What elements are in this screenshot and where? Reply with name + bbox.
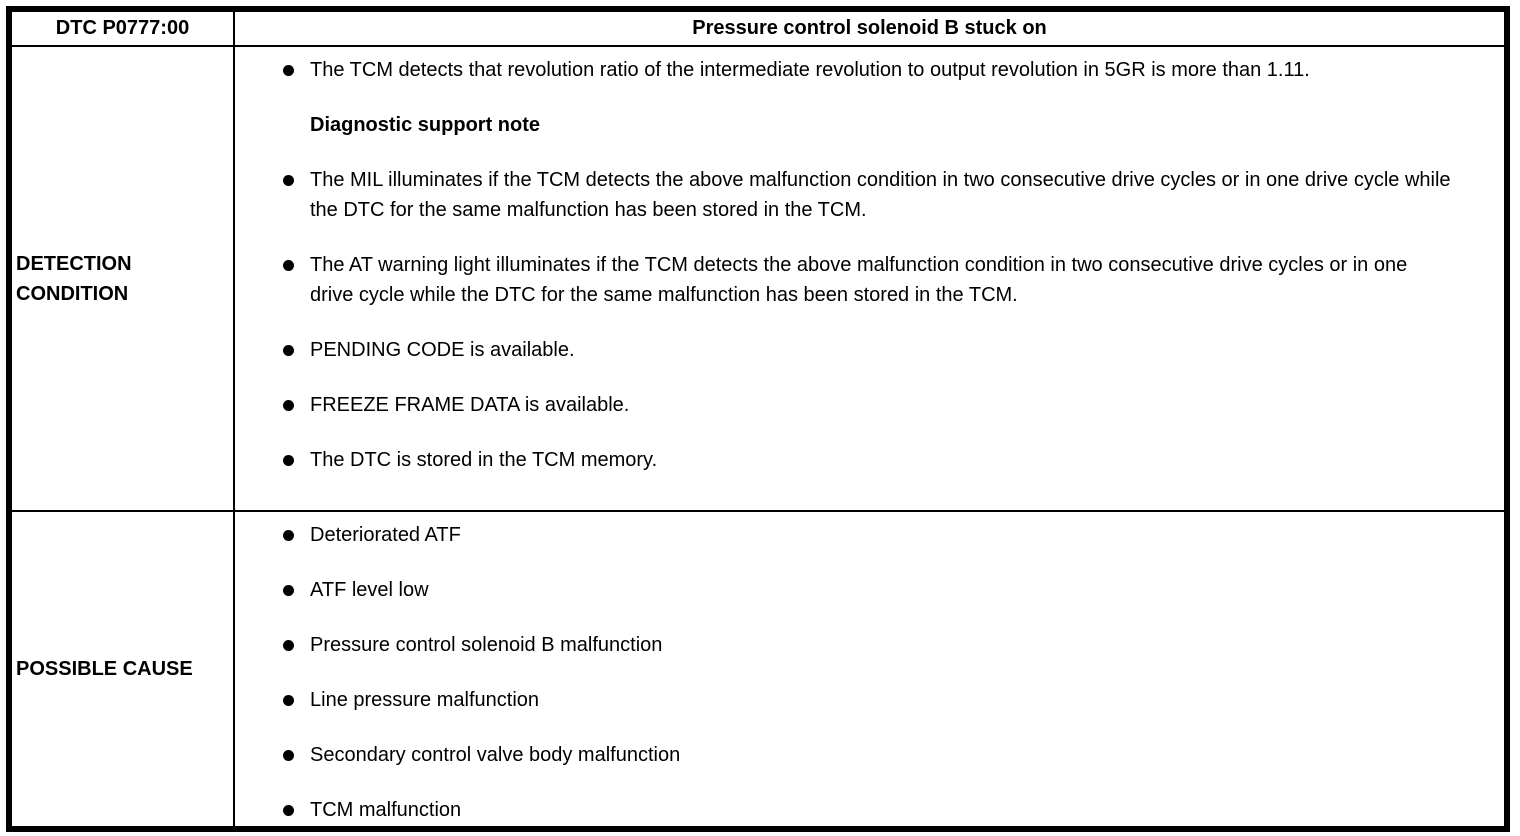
list-item-text: The DTC is stored in the TCM memory. <box>310 449 658 471</box>
list-item: PENDING CODE is available. <box>283 335 1452 365</box>
row-label-possible-cause: POSSIBLE CAUSE <box>12 512 235 826</box>
dtc-title: Pressure control solenoid B stuck on <box>692 17 1047 39</box>
list-item-text: Secondary control valve body malfunction <box>310 744 681 766</box>
list-item-text: Line pressure malfunction <box>310 689 540 711</box>
list-item: Deteriorated ATF <box>283 520 1452 550</box>
row-label-detection-condition: DETECTION CONDITION <box>12 47 235 512</box>
list-item: Line pressure malfunction <box>283 685 1452 715</box>
list-item-text: The MIL illuminates if the TCM detects t… <box>310 169 1451 221</box>
detection-condition-list: The TCM detects that revolution ratio of… <box>235 55 1452 475</box>
bullet-icon <box>283 805 294 816</box>
bullet-icon <box>283 345 294 356</box>
list-item: TCM malfunction <box>283 795 1452 825</box>
bullet-icon <box>283 400 294 411</box>
detection-condition-cell: The TCM detects that revolution ratio of… <box>235 47 1504 512</box>
dtc-code-cell: DTC P0777:00 <box>12 12 235 47</box>
list-item: The TCM detects that revolution ratio of… <box>283 55 1452 85</box>
bullet-icon <box>283 750 294 761</box>
bullet-icon <box>283 260 294 271</box>
row-label-text: POSSIBLE CAUSE <box>16 658 193 680</box>
dtc-title-cell: Pressure control solenoid B stuck on <box>235 12 1504 47</box>
bullet-icon <box>283 695 294 706</box>
list-item: The MIL illuminates if the TCM detects t… <box>283 165 1452 225</box>
list-item-text: PENDING CODE is available. <box>310 339 575 361</box>
list-item: Secondary control valve body malfunction <box>283 740 1452 770</box>
list-item: FREEZE FRAME DATA is available. <box>283 390 1452 420</box>
list-item-text: The AT warning light illuminates if the … <box>310 254 1408 306</box>
diagnostic-support-note-heading: Diagnostic support note <box>283 110 1452 140</box>
possible-cause-cell: Deteriorated ATF ATF level low Pressure … <box>235 512 1504 826</box>
possible-cause-list: Deteriorated ATF ATF level low Pressure … <box>235 520 1452 825</box>
bullet-icon <box>283 585 294 596</box>
bullet-icon <box>283 530 294 541</box>
list-item: Pressure control solenoid B malfunction <box>283 630 1452 660</box>
list-item-text: TCM malfunction <box>310 799 462 821</box>
bullet-icon <box>283 640 294 651</box>
heading-text: Diagnostic support note <box>310 114 540 136</box>
bullet-icon <box>283 175 294 186</box>
row-label-text: DETECTION CONDITION <box>16 252 132 305</box>
list-item-text: Deteriorated ATF <box>310 524 461 546</box>
list-item: ATF level low <box>283 575 1452 605</box>
dtc-table: DTC P0777:00 Pressure control solenoid B… <box>6 6 1510 832</box>
list-item-text: Pressure control solenoid B malfunction <box>310 634 663 656</box>
list-item: The DTC is stored in the TCM memory. <box>283 445 1452 475</box>
list-item-text: The TCM detects that revolution ratio of… <box>310 59 1310 81</box>
list-item-text: ATF level low <box>310 579 429 601</box>
dtc-code: DTC P0777:00 <box>55 17 190 39</box>
list-item-text: FREEZE FRAME DATA is available. <box>310 394 630 416</box>
bullet-icon <box>283 65 294 76</box>
list-item: The AT warning light illuminates if the … <box>283 250 1452 310</box>
bullet-icon <box>283 455 294 466</box>
